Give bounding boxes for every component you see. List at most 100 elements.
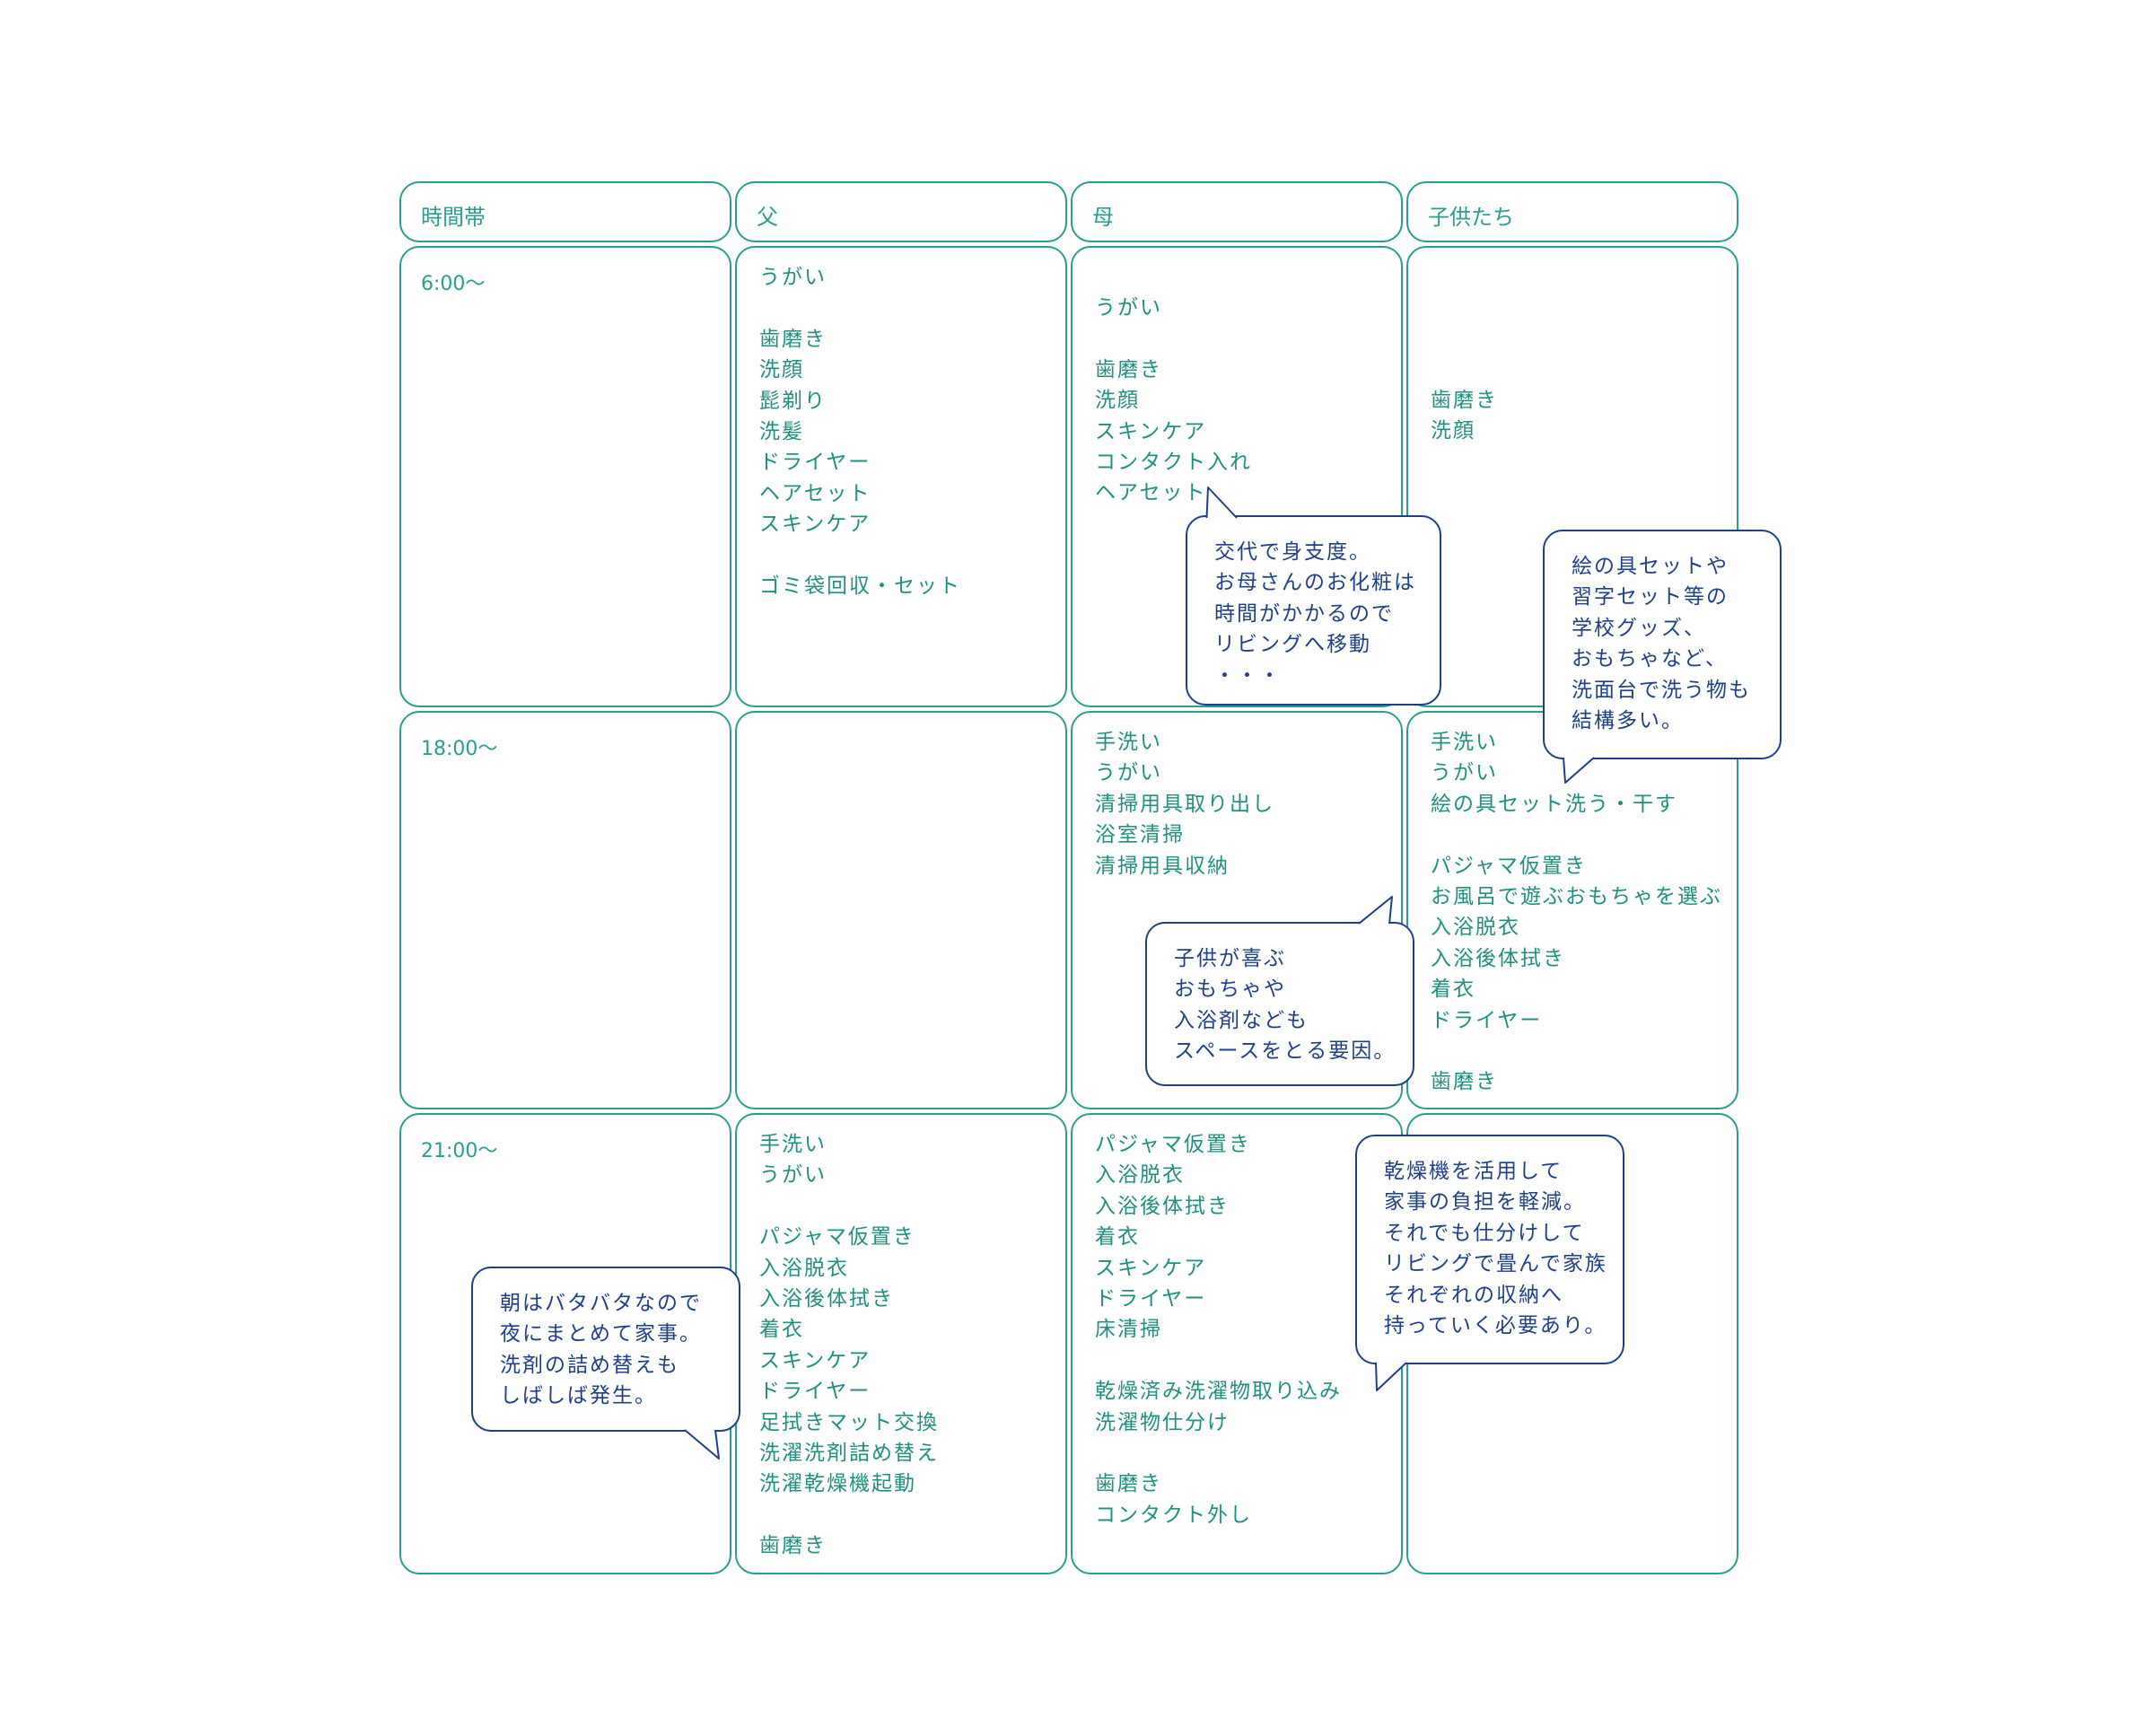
task-list-evening-children: 手洗いうがい絵の具セット洗う・干すパジャマ仮置きお風呂で遊ぶおもちゃを選ぶ入浴脱… — [1431, 727, 1722, 1098]
task-item: 入浴脱衣 — [1095, 1163, 1185, 1188]
task-item: コンタクト外し — [1095, 1503, 1252, 1527]
task-item: ドライヤー — [1431, 1008, 1543, 1032]
task-item: 歯磨き — [759, 327, 827, 351]
callout-line: おもちゃなど、 — [1572, 647, 1728, 671]
header-children: 子供たち — [1406, 181, 1738, 242]
header-time: 時間帯 — [399, 181, 731, 242]
task-item: うがい — [759, 266, 827, 289]
callout-line: 洗面台で洗う物も — [1572, 678, 1751, 702]
task-item: パジャマ仮置き — [1095, 1133, 1251, 1156]
task-item: 歯磨き — [1431, 1070, 1498, 1094]
task-item: ゴミ袋回収・セット — [759, 574, 961, 598]
task-item: ドライヤー — [759, 451, 871, 475]
task-item: 入浴後体拭き — [1095, 1194, 1230, 1218]
task-item: 手洗い — [759, 1133, 827, 1156]
task-item: 歯磨き — [1095, 1472, 1162, 1496]
task-item: 着衣 — [1431, 978, 1475, 1002]
task-item: 着衣 — [759, 1318, 804, 1342]
task-item: スキンケア — [1095, 419, 1207, 443]
task-item: お風呂で遊ぶおもちゃを選ぶ — [1431, 884, 1722, 908]
task-item: 手洗い — [1095, 731, 1162, 754]
list-spacer — [759, 540, 961, 571]
callout-line: 朝はバタバタなので — [500, 1292, 702, 1315]
callout-line: リビングで畳んで家族 — [1384, 1252, 1607, 1276]
task-item: スキンケア — [759, 513, 871, 537]
callout-line: 絵の具セットや — [1572, 555, 1729, 578]
callout-line: ・・・ — [1214, 663, 1282, 688]
list-spacer — [1095, 1346, 1342, 1376]
task-list-evening-mother: 手洗いうがい清掃用具取り出し浴室清掃清掃用具収納 — [1095, 727, 1274, 881]
task-item: 乾燥済み洗濯物取り込み — [1095, 1380, 1342, 1404]
callout-line: 子供が喜ぶ — [1174, 947, 1286, 970]
callout-morning-mother: 交代で身支度。お母さんのお化粧は時間がかかるのでリビングへ移動・・・ — [1186, 515, 1441, 706]
callout-line: それぞれの収納へ — [1384, 1283, 1563, 1307]
task-item: 着衣 — [1095, 1225, 1140, 1249]
time-label-evening: 18:00〜 — [421, 738, 498, 760]
task-item: うがい — [759, 1163, 827, 1188]
callout-line: 家事の負担を軽減。 — [1384, 1190, 1586, 1214]
cell-morning-father: うがい歯磨き洗顔髭剃り洗髪ドライヤーヘアセットスキンケアゴミ袋回収・セット — [735, 246, 1067, 707]
callout-tail-bath-toys — [1358, 896, 1393, 925]
callout-line: 入浴剤なども — [1174, 1008, 1309, 1032]
list-spacer — [759, 1500, 939, 1530]
cell-night-mother: パジャマ仮置き入浴脱衣入浴後体拭き着衣スキンケアドライヤー床清掃乾燥済み洗濯物取… — [1071, 1113, 1403, 1574]
task-item: ドライヤー — [1095, 1286, 1207, 1311]
callout-line: リビングへ移動 — [1214, 633, 1371, 657]
task-item: うがい — [1095, 761, 1162, 785]
callout-line: 夜にまとめて家事。 — [500, 1322, 702, 1346]
callout-dryer: 乾燥機を活用して家事の負担を軽減。それでも仕分けしてリビングで畳んで家族それぞれ… — [1355, 1135, 1624, 1364]
callout-tail-children-supplies — [1563, 757, 1595, 784]
header-time-label: 時間帯 — [421, 205, 486, 230]
callout-tail-night-father — [684, 1429, 720, 1460]
task-item: うがい — [1431, 761, 1498, 785]
callout-line: 交代で身支度。 — [1214, 540, 1371, 564]
list-spacer — [1431, 1036, 1722, 1066]
task-item: うがい — [1095, 296, 1162, 320]
task-item: 手洗い — [1431, 731, 1498, 754]
task-item: ドライヤー — [759, 1380, 871, 1404]
header-children-label: 子供たち — [1428, 205, 1514, 230]
task-item: パジャマ仮置き — [759, 1225, 915, 1249]
task-item: 足拭きマット交換 — [759, 1410, 939, 1434]
task-item: スキンケア — [1095, 1256, 1207, 1280]
task-item: ヘアセット — [759, 481, 871, 505]
task-item: 床清掃 — [1095, 1318, 1162, 1342]
task-item: 入浴脱衣 — [1431, 916, 1520, 940]
callout-line: 結構多い。 — [1572, 708, 1684, 732]
callout-line: 洗剤の詰め替えも — [500, 1353, 679, 1377]
list-spacer — [759, 1191, 939, 1222]
callout-children-supplies: 絵の具セットや習字セット等の学校グッズ、おもちゃなど、洗面台で洗う物も結構多い。 — [1543, 530, 1782, 759]
time-label-night: 21:00〜 — [421, 1140, 498, 1162]
task-item: 入浴脱衣 — [759, 1256, 849, 1280]
list-spacer — [759, 293, 961, 323]
task-item: 洗顔 — [1431, 419, 1475, 443]
task-item: 清掃用具取り出し — [1095, 792, 1274, 816]
task-item: パジャマ仮置き — [1431, 854, 1587, 878]
cell-night-father: 手洗いうがいパジャマ仮置き入浴脱衣入浴後体拭き着衣スキンケアドライヤー足拭きマッ… — [735, 1113, 1067, 1574]
task-item: 浴室清掃 — [1095, 823, 1185, 847]
cell-evening-children: 手洗いうがい絵の具セット洗う・干すパジャマ仮置きお風呂で遊ぶおもちゃを選ぶ入浴脱… — [1406, 711, 1738, 1109]
callout-tail-morning-mother — [1205, 487, 1238, 519]
callout-line: お母さんのお化粧は — [1214, 571, 1416, 595]
task-item: スキンケア — [759, 1348, 871, 1372]
task-item: 絵の具セット洗う・干す — [1431, 792, 1677, 816]
task-item: 歯磨き — [1095, 357, 1162, 381]
callout-bath-toys: 子供が喜ぶおもちゃや入浴剤などもスペースをとる要因。 — [1145, 922, 1414, 1086]
callout-line: おもちゃや — [1174, 978, 1286, 1002]
header-father: 父 — [735, 181, 1067, 242]
callout-tail-dryer — [1375, 1362, 1407, 1391]
task-item: コンタクト入れ — [1095, 450, 1252, 474]
callout-line: 習字セット等の — [1572, 585, 1729, 609]
task-item: 洗顔 — [759, 358, 804, 382]
time-label-morning: 6:00〜 — [421, 273, 486, 295]
header-mother-label: 母 — [1092, 205, 1114, 230]
task-list-morning-children: 歯磨き洗顔 — [1431, 385, 1498, 447]
task-item: 洗濯洗剤詰め替え — [759, 1441, 939, 1465]
time-cell-evening: 18:00〜 — [399, 711, 731, 1109]
task-item: 洗濯乾燥機起動 — [759, 1472, 916, 1496]
header-father-label: 父 — [757, 205, 778, 230]
list-spacer — [1095, 323, 1252, 354]
callout-line: 乾燥機を活用して — [1384, 1160, 1563, 1183]
task-item: 入浴後体拭き — [759, 1286, 894, 1311]
callout-line: 学校グッズ、 — [1572, 616, 1706, 640]
